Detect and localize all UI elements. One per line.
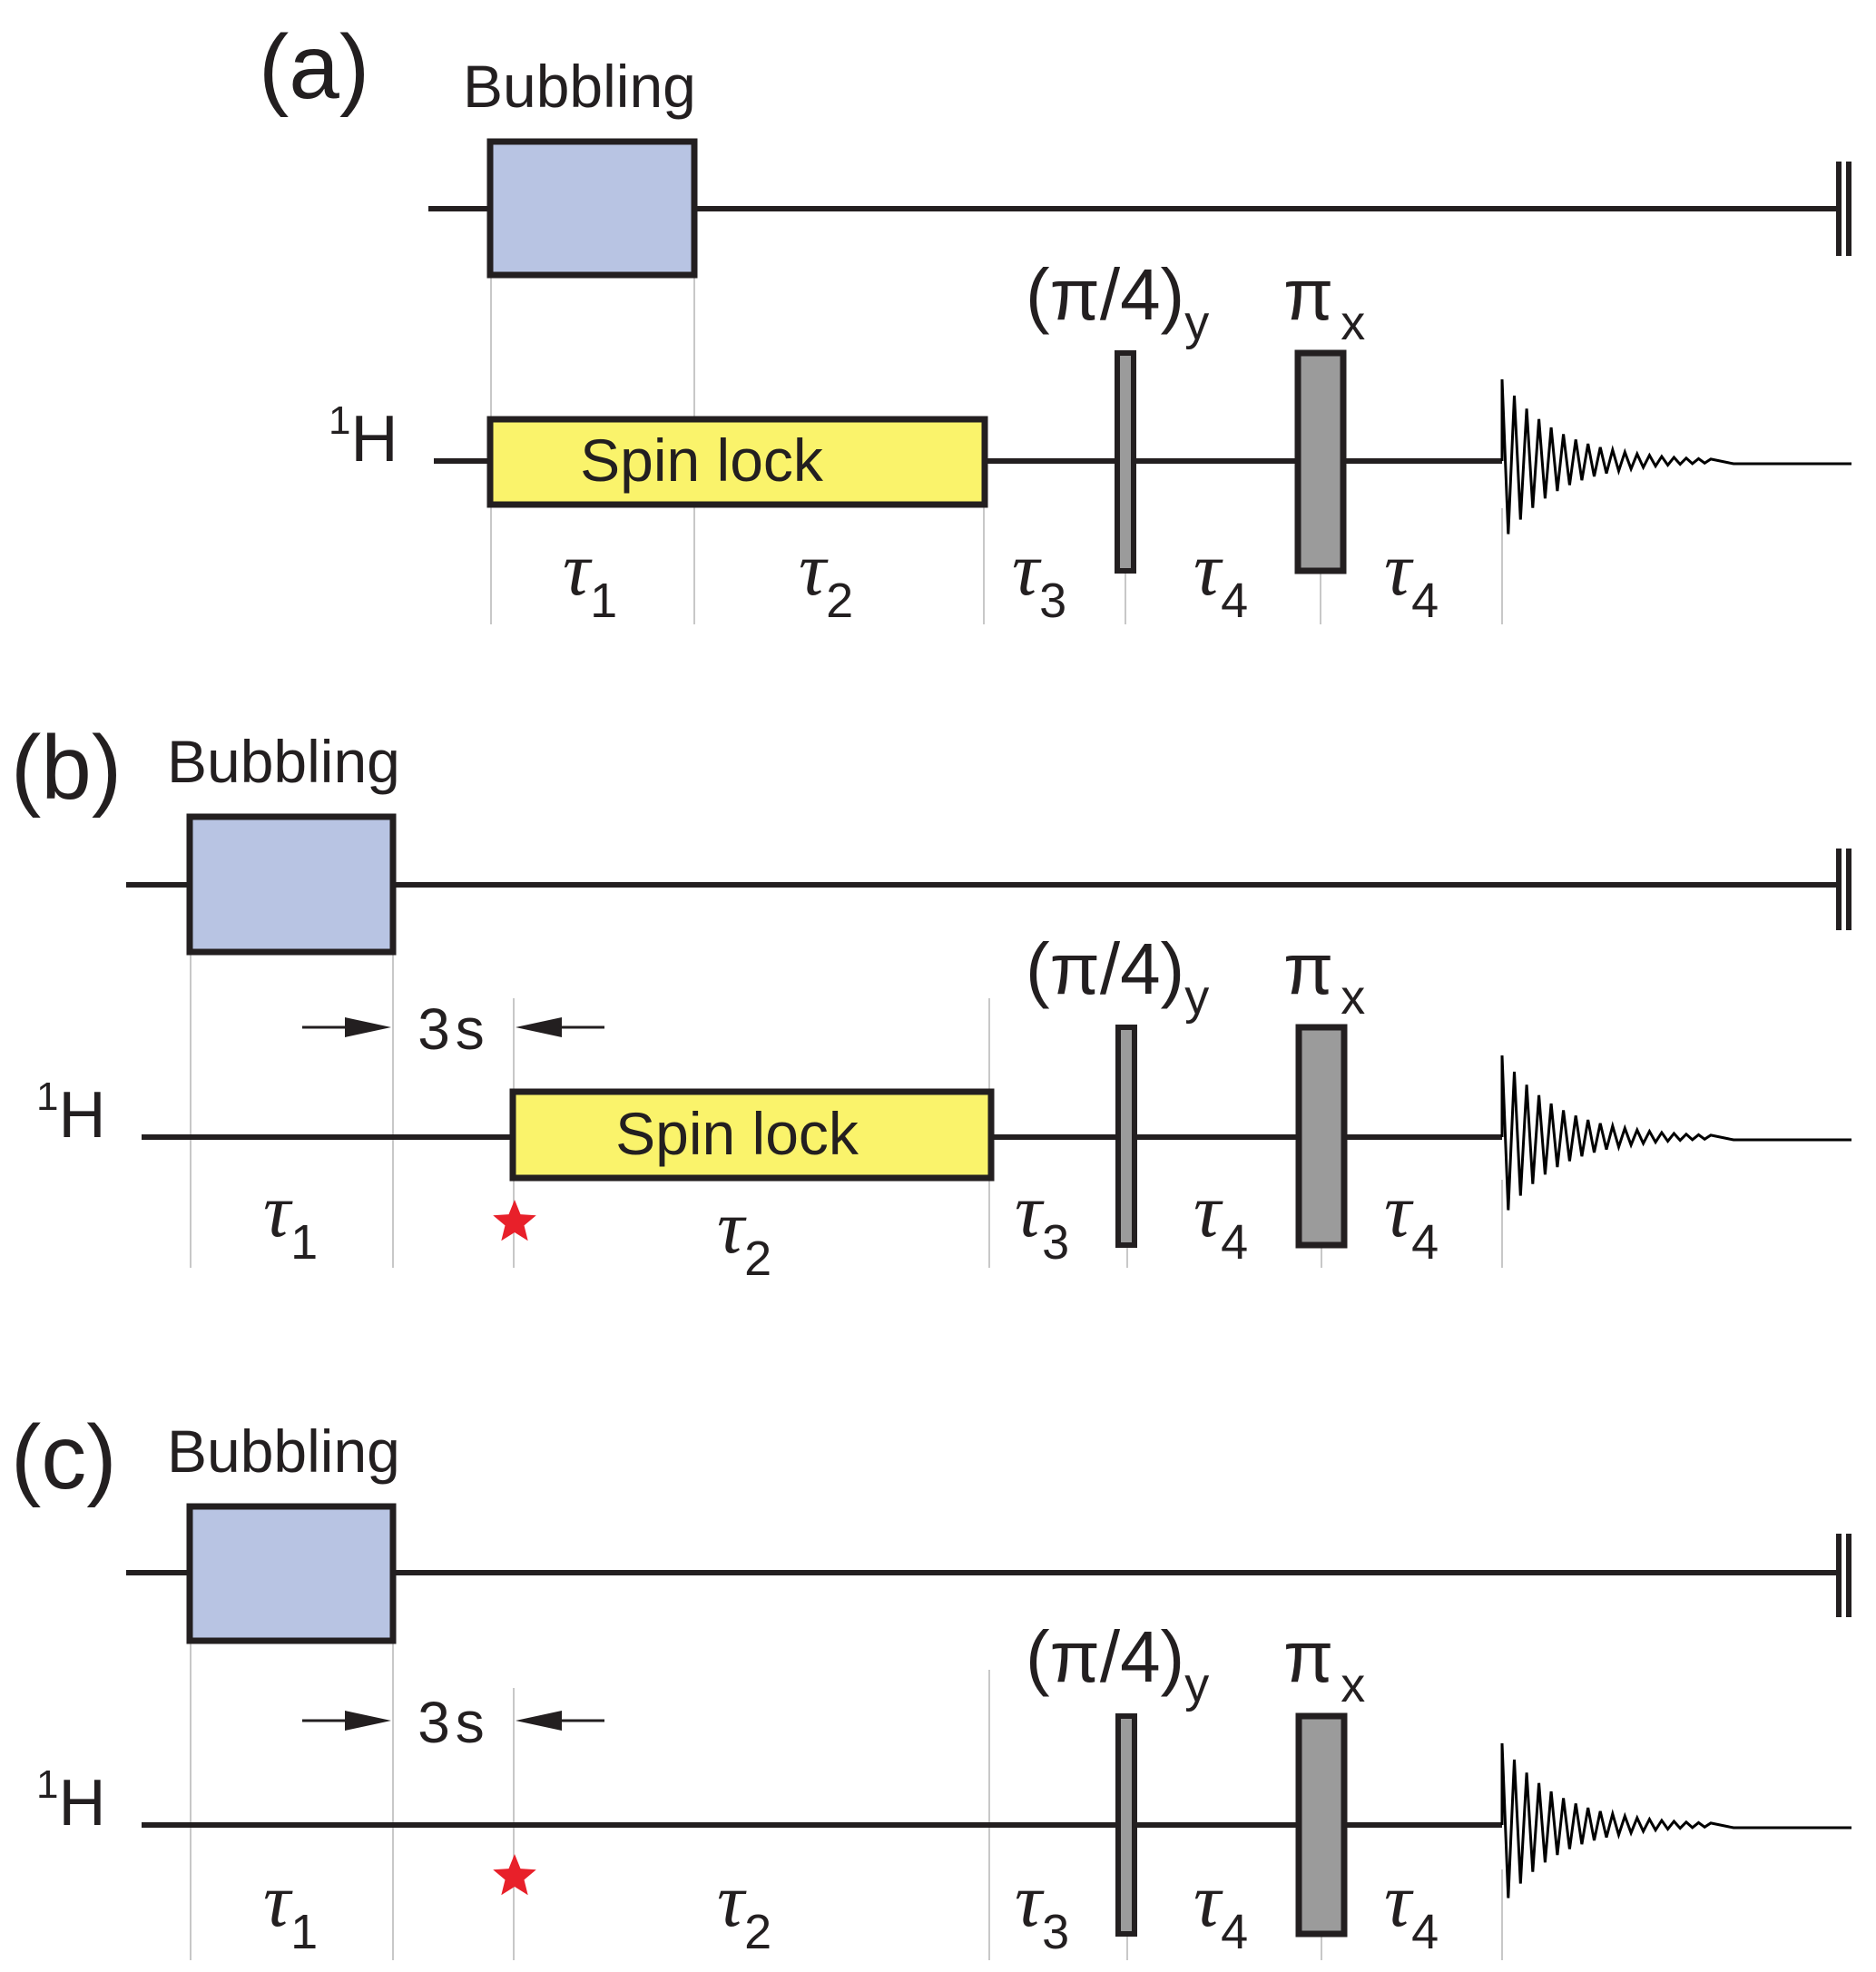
panel-b: (b) Bubbling 3s 1H Spin lock bbox=[11, 717, 1851, 1286]
bubbling-block bbox=[186, 1503, 397, 1644]
tau-label: τ4 bbox=[1384, 1859, 1439, 1959]
isotope-superscript: 1 bbox=[36, 1762, 58, 1807]
pi-pulse bbox=[1295, 1024, 1348, 1249]
star-marker-icon bbox=[493, 1200, 536, 1241]
tau-label: τ4 bbox=[1193, 1169, 1248, 1270]
pulse1-text: (π/4) bbox=[1026, 928, 1184, 1009]
pulse2-text: π bbox=[1283, 1616, 1333, 1697]
pi-over-4-pulse bbox=[1115, 1025, 1137, 1248]
pi-over-4-pulse bbox=[1115, 1713, 1137, 1937]
arrow-right-icon bbox=[345, 1711, 391, 1731]
spin-lock-block bbox=[509, 1088, 995, 1182]
tau-label: τ4 bbox=[1193, 527, 1248, 628]
spin-lock-label: Spin lock bbox=[580, 427, 824, 494]
spin-lock-label: Spin lock bbox=[615, 1100, 859, 1167]
isotope-superscript: 1 bbox=[329, 398, 350, 443]
tau-label: τ2 bbox=[717, 1859, 771, 1959]
pulse1-label: (π/4)y bbox=[1026, 928, 1209, 1025]
tau-label: τ4 bbox=[1384, 1169, 1439, 1270]
panel-label: (c) bbox=[11, 1407, 117, 1508]
bubbling-label: Bubbling bbox=[463, 53, 696, 120]
tau-label: τ2 bbox=[717, 1185, 771, 1286]
nucleus-symbol: H bbox=[58, 1079, 105, 1152]
pi-pulse bbox=[1294, 349, 1347, 574]
isotope-superscript: 1 bbox=[36, 1074, 58, 1119]
pulse1-subscript: y bbox=[1184, 1658, 1209, 1712]
pulse1-text: (π/4) bbox=[1026, 1616, 1184, 1697]
tau-label: τ3 bbox=[1015, 1859, 1069, 1959]
delay-indicator: 3s bbox=[302, 1690, 604, 1755]
delay-indicator: 3s bbox=[302, 996, 604, 1062]
tau-labels: τ1 τ2 τ3 τ4 τ4 bbox=[563, 527, 1439, 628]
delay-label: 3s bbox=[417, 1690, 490, 1755]
tau-label: τ3 bbox=[1012, 527, 1066, 628]
channel-label: 1H bbox=[36, 1762, 105, 1840]
fid-signal bbox=[1500, 378, 1851, 535]
pulse1-label: (π/4)y bbox=[1026, 1616, 1209, 1712]
fid-signal bbox=[1500, 1742, 1851, 1898]
tau-labels: τ1 τ2 τ3 τ4 τ4 bbox=[263, 1169, 1439, 1286]
panel-label: (a) bbox=[259, 16, 369, 118]
arrow-left-icon bbox=[516, 1017, 562, 1037]
bubbling-block bbox=[186, 813, 397, 956]
pulse2-subscript: x bbox=[1341, 296, 1365, 350]
pulse2-subscript: x bbox=[1341, 970, 1365, 1025]
pi-over-4-pulse bbox=[1115, 350, 1136, 574]
pulse1-subscript: y bbox=[1184, 970, 1209, 1025]
bubbling-label: Bubbling bbox=[167, 728, 400, 795]
panel-label: (b) bbox=[11, 717, 122, 819]
pi-pulse bbox=[1295, 1712, 1348, 1938]
pulse1-text: (π/4) bbox=[1026, 254, 1184, 335]
channel-label: 1H bbox=[329, 398, 398, 476]
channel-label: 1H bbox=[36, 1074, 105, 1152]
tau-label: τ1 bbox=[263, 1169, 318, 1270]
delay-label: 3s bbox=[417, 996, 490, 1062]
bubbling-label: Bubbling bbox=[167, 1418, 400, 1485]
tau-label: τ1 bbox=[563, 527, 617, 628]
nucleus-symbol: H bbox=[350, 403, 398, 476]
pulse1-subscript: y bbox=[1184, 296, 1209, 350]
tau-label: τ4 bbox=[1193, 1859, 1248, 1959]
arrow-right-icon bbox=[345, 1017, 391, 1037]
pulse2-text: π bbox=[1283, 928, 1333, 1009]
bubbling-block bbox=[486, 138, 698, 279]
nucleus-symbol: H bbox=[58, 1767, 105, 1840]
tau-label: τ3 bbox=[1015, 1169, 1069, 1270]
pulse2-subscript: x bbox=[1341, 1658, 1365, 1712]
tau-label: τ1 bbox=[263, 1859, 318, 1959]
spin-lock-block bbox=[486, 416, 988, 508]
tau-labels: τ1 τ2 τ3 τ4 τ4 bbox=[263, 1859, 1439, 1959]
pulse1-label: (π/4)y bbox=[1026, 254, 1209, 350]
star-marker-icon bbox=[493, 1854, 536, 1896]
fid-signal bbox=[1500, 1055, 1851, 1211]
arrow-left-icon bbox=[516, 1711, 562, 1731]
tau-label: τ2 bbox=[799, 527, 853, 628]
tau-label: τ4 bbox=[1384, 527, 1439, 628]
pulse2-text: π bbox=[1283, 254, 1333, 335]
